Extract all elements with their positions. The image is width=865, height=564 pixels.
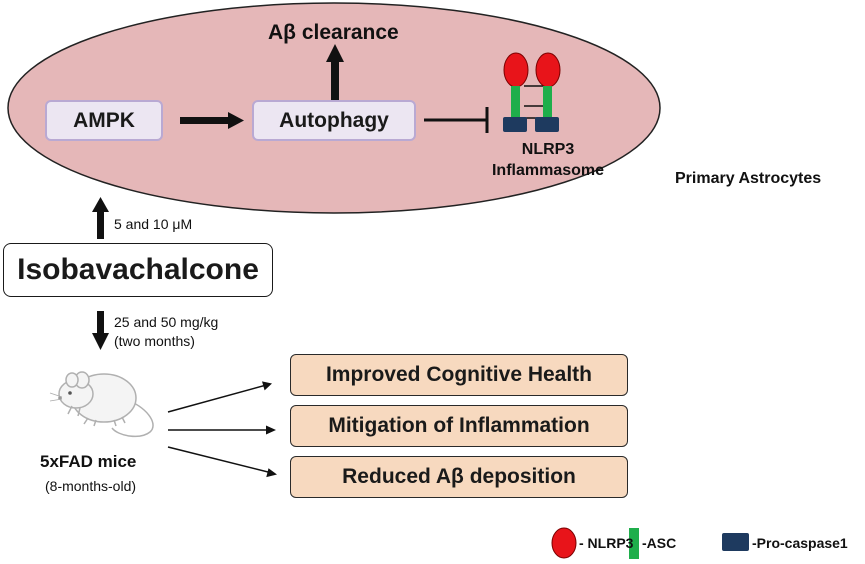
inflammasome-label-line2: Inflammasome	[491, 162, 605, 179]
invivo-dose-label: 25 and 50 mg/kg (two months)	[114, 313, 218, 351]
inflammasome-label: NLRP3 Inflammasome	[488, 139, 608, 181]
mouse-icon	[49, 371, 154, 438]
isobavachalcone-label: Isobavachalcone	[17, 253, 259, 286]
autophagy-box: Autophagy	[252, 100, 416, 141]
abeta-clearance-label: Aβ clearance	[268, 21, 399, 44]
inflammasome-structure	[503, 52, 561, 132]
compound-to-mice-arrow	[92, 311, 109, 350]
procaspase-block-right	[535, 117, 559, 132]
ampk-to-autophagy-arrow	[180, 112, 244, 129]
legend-nlrp3-label: - NLRP3	[579, 535, 634, 551]
outcome-box-inflammation: Mitigation of Inflammation	[290, 405, 628, 447]
autophagy-to-clearance-arrow	[326, 44, 344, 102]
legend-asc-icon	[629, 528, 639, 559]
isobavachalcone-box: Isobavachalcone	[3, 243, 273, 297]
mice-age-label: (8-months-old)	[45, 478, 137, 494]
autophagy-inhibits-inflammasome-arrow	[424, 107, 489, 133]
outcome-box-cognitive: Improved Cognitive Health	[290, 354, 628, 396]
legend-procaspase-label: -Pro-caspase1	[752, 535, 848, 551]
autophagy-label: Autophagy	[279, 108, 389, 132]
mice-label: 5xFAD mice	[40, 452, 137, 471]
asc-bar-left	[511, 86, 520, 118]
inflammasome-label-line1: NLRP3	[521, 141, 575, 158]
nlrp3-oval-left	[503, 52, 529, 88]
primary-astrocytes-label: Primary Astrocytes	[675, 170, 822, 187]
legend-nlrp3-icon	[551, 527, 577, 559]
asc-bar-right	[543, 86, 552, 118]
invivo-dose-line1: 25 and 50 mg/kg	[114, 314, 219, 330]
legend-procaspase-icon	[722, 533, 749, 551]
mice-to-outcome-arrows	[167, 381, 277, 478]
invivo-dose-line2: (two months)	[114, 333, 195, 349]
ampk-label: AMPK	[73, 108, 135, 132]
invitro-dose-label: 5 and 10 μM	[114, 216, 193, 232]
outcome-label-inflammation: Mitigation of Inflammation	[328, 414, 590, 437]
ampk-box: AMPK	[45, 100, 163, 141]
outcome-box-abeta: Reduced Aβ deposition	[290, 456, 628, 498]
legend-asc-label: -ASC	[642, 535, 677, 551]
procaspase-block-left	[503, 117, 527, 132]
nlrp3-oval-right	[535, 52, 561, 88]
outcome-label-abeta: Reduced Aβ deposition	[342, 465, 576, 488]
outcome-label-cognitive: Improved Cognitive Health	[325, 363, 593, 386]
compound-to-astrocyte-arrow	[92, 197, 109, 239]
